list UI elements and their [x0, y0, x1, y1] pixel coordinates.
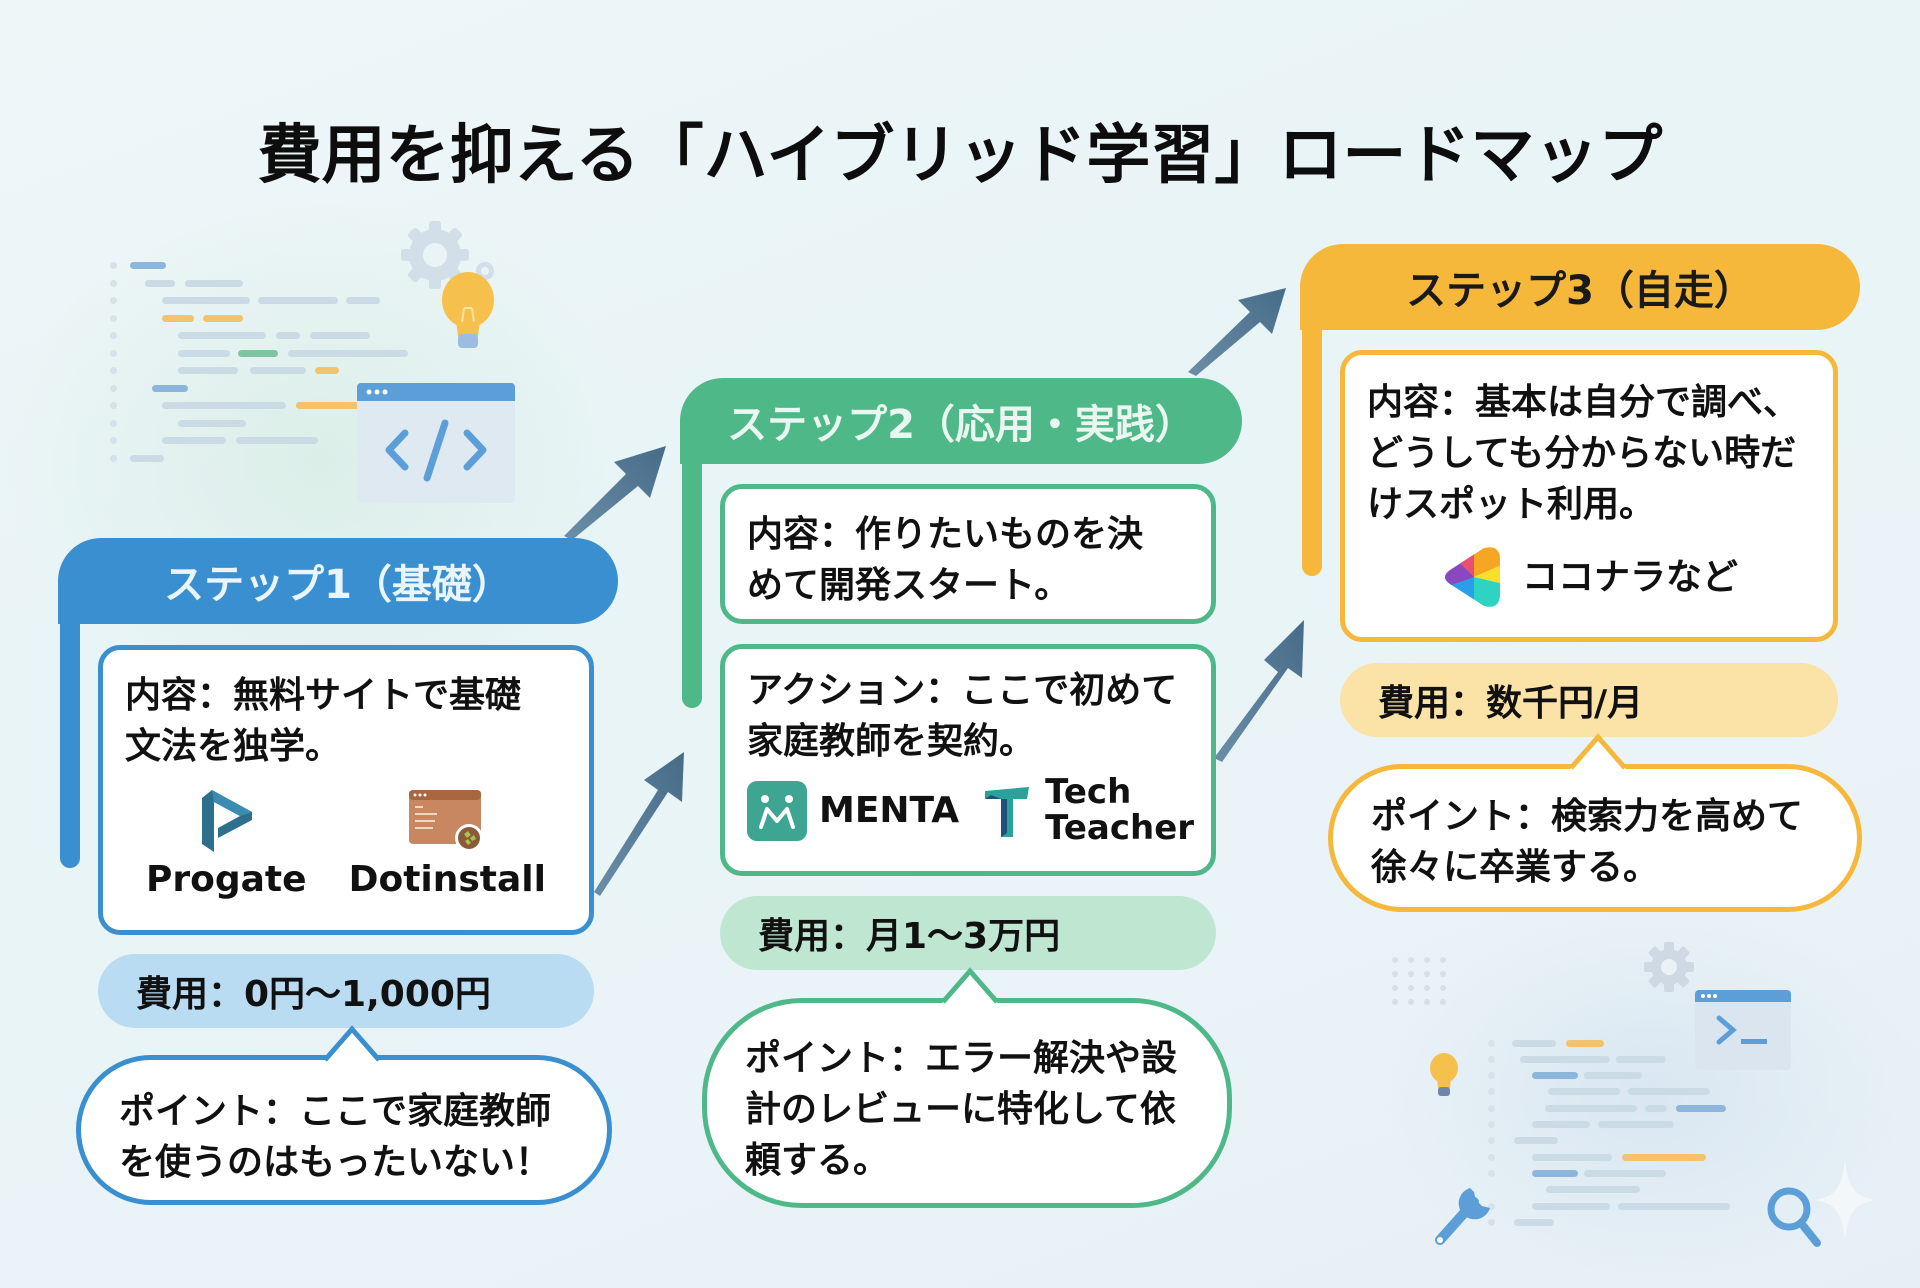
step-2-cost-badge: 費用：月1〜3万円	[720, 896, 1216, 970]
menta-logo-icon	[747, 780, 807, 841]
step-3-content-text: 内容：基本は自分で調べ、どうしても分からない時だけスポット利用。	[1367, 382, 1800, 526]
step-1-header: ステップ1（基礎）	[58, 538, 618, 624]
wrench-icon	[1435, 1188, 1490, 1245]
step-3-frame-side	[1302, 306, 1322, 576]
progate-label: Progate	[146, 859, 307, 901]
step-1-bubble-tail	[322, 1025, 382, 1064]
step-3-cost-text: 費用：数千円/月	[1378, 683, 1644, 724]
step-3-point-text: ポイント：検索力を高めて徐々に卒業する。	[1371, 796, 1804, 889]
step-3-point-bubble: ポイント：検索力を高めて徐々に卒業する。	[1328, 764, 1862, 912]
step-1-point-bubble: ポイント：ここで家庭教師を使うのはもったいない！	[76, 1055, 612, 1205]
step-2-bubble-tail	[940, 967, 1000, 1006]
dotinstall-label: Dotinstall	[348, 859, 546, 901]
step-1-content-text: 内容：無料サイトで基礎文法を独学。	[125, 675, 522, 768]
step-1-point-text: ポイント：ここで家庭教師を使うのはもったいない！	[119, 1091, 552, 1184]
dotinstall-logo-icon	[409, 790, 484, 853]
step-2-point-bubble: ポイント：エラー解決や設計のレビューに特化して依頼する。	[702, 998, 1232, 1208]
menta-label: MENTA	[819, 790, 960, 832]
step-2-header: ステップ2（応用・実践）	[680, 378, 1242, 464]
step-2-cost-text: 費用：月1〜3万円	[758, 916, 1061, 957]
coconala-label: ココナラなど	[1521, 556, 1738, 598]
step-2-header-text: ステップ2（応用・実践）	[727, 402, 1195, 448]
progate-logo-icon	[202, 790, 253, 853]
step-2-action-text: アクション：ここで初めて家庭教師を契約。	[747, 670, 1178, 763]
step-1-content-card: 内容：無料サイトで基礎文法を独学。 Progate	[98, 645, 594, 935]
step-1-cost-badge: 費用：0円〜1,000円	[98, 954, 594, 1028]
techteacher-label-line2: Teacher	[1045, 807, 1195, 848]
step-1-cost-text: 費用：0円〜1,000円	[136, 974, 491, 1015]
menta-logo: MENTA	[747, 780, 960, 841]
dot-grid-decoration	[1392, 957, 1446, 1005]
step-2-point-text: ポイント：エラー解決や設計のレビューに特化して依頼する。	[745, 1038, 1178, 1182]
background-blob	[0, 200, 640, 720]
step-3-bubble-tail	[1568, 733, 1628, 772]
lightbulb-icon	[1430, 1053, 1458, 1096]
coconala-logo: ココナラなど	[1367, 544, 1811, 610]
techteacher-logo-icon	[985, 786, 1030, 837]
magnifier-icon	[1767, 1187, 1821, 1247]
code-window-icon	[357, 383, 515, 503]
page-title: 費用を抑える「ハイブリッド学習」ロードマップ	[257, 119, 1663, 193]
arrow-step1-to-step2-lower	[594, 752, 684, 896]
step-3-header-text: ステップ3（自走）	[1406, 268, 1754, 314]
step-1-header-text: ステップ1（基礎）	[164, 562, 512, 608]
step-3-content-card: 内容：基本は自分で調べ、どうしても分からない時だけスポット利用。 ココナラなど	[1340, 350, 1838, 642]
gear-icon	[401, 221, 494, 289]
dotinstall-logo: Dotinstall	[349, 788, 546, 905]
techteacher-label-line1: Tech	[1045, 772, 1132, 813]
terminal-window-icon	[1695, 990, 1791, 1070]
arrow-step2-to-step3-upper	[1188, 288, 1286, 376]
step-2-frame-side	[682, 440, 702, 708]
step-2-content-card: 内容：作りたいものを決めて開発スタート。	[720, 484, 1216, 624]
sparkle-icon	[1815, 1160, 1875, 1240]
coconala-logo-icon	[1444, 547, 1500, 608]
step-2-content-text: 内容：作りたいものを決めて開発スタート。	[747, 514, 1144, 607]
step-3-cost-badge: 費用：数千円/月	[1340, 663, 1838, 737]
step-3-header: ステップ3（自走）	[1300, 244, 1860, 330]
arrow-step2-to-step3-lower	[1214, 620, 1304, 762]
step-2-action-card: アクション：ここで初めて家庭教師を契約。 MENTA Tech Tea	[720, 644, 1216, 876]
progate-logo: Progate	[146, 788, 307, 905]
step-1-frame-side	[60, 600, 80, 868]
techteacher-logo: Tech Teacher	[983, 775, 1194, 846]
lightbulb-icon	[442, 272, 494, 348]
gear-icon	[1644, 942, 1694, 992]
